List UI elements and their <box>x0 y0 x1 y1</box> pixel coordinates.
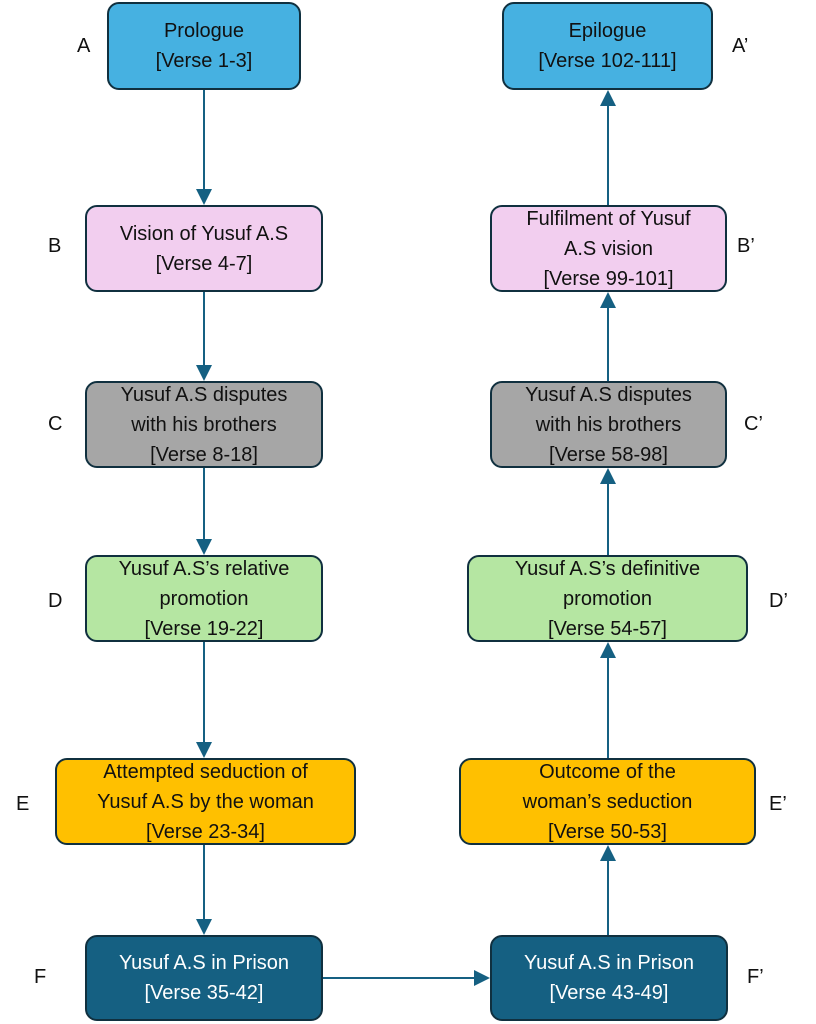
left-node-dispute: Yusuf A.S disputes with his brothers [Vers… <box>85 381 323 468</box>
left-section-label: D <box>48 590 63 612</box>
node-text-line: [Verse 43-49] <box>549 982 669 1004</box>
node-text-line: with his brothers <box>535 413 682 436</box>
node-text-line: [Verse 50-53] <box>548 820 667 843</box>
node-text-line: [Verse 19-22] <box>144 617 264 640</box>
right-section-label: C’ <box>744 413 763 435</box>
node-text-line: Vision of Yusuf A.S <box>119 222 289 245</box>
node-text-line: Yusuf A.S in Prison <box>523 952 695 974</box>
node-text-line: Yusuf A.S’s definitive <box>514 557 701 580</box>
node-text-line: [Verse 35-42] <box>144 982 264 1004</box>
left-node-prison: Yusuf A.S in Prison [Verse 35-42] <box>85 935 323 1021</box>
node-text-line: [Verse 102-111] <box>538 50 677 72</box>
node-text-line: Prologue <box>163 20 245 42</box>
left-section-label: B <box>48 235 62 257</box>
node-text-line: woman’s seduction <box>522 790 693 813</box>
node-text-line: [Verse 58-98] <box>549 443 668 466</box>
node-text-line: Epilogue <box>568 20 647 42</box>
node-text-line: Yusuf A.S in Prison <box>118 952 290 974</box>
right-section-label: B’ <box>737 235 755 257</box>
node-text-line: Yusuf A.S’s relative <box>118 557 290 580</box>
node-text-line: A.S vision <box>564 237 653 260</box>
node-text-line: Attempted seduction of <box>103 760 308 783</box>
right-node-dispute: Yusuf A.S disputes with his brothers [Vers… <box>490 381 727 468</box>
node-text-line: promotion <box>563 587 652 610</box>
node-text-line: [Verse 4-7] <box>155 252 253 275</box>
right-section-label: F’ <box>747 966 764 988</box>
left-section-label: F <box>34 966 47 988</box>
right-section-label: A’ <box>732 35 749 57</box>
node-text-line: [Verse 1-3] <box>155 50 253 72</box>
right-node-seduction: Outcome of the woman’s seduction [Verse 50… <box>459 758 756 845</box>
node-text-line: [Verse 8-18] <box>150 443 258 466</box>
node-text-line: Yusuf A.S by the woman <box>97 790 314 813</box>
right-section-label: D’ <box>769 590 788 612</box>
node-text-line: Outcome of the <box>539 760 676 783</box>
node-text-line: [Verse 54-57] <box>548 617 667 640</box>
right-node-prologue: Epilogue [Verse 102-111] <box>502 2 713 90</box>
right-node-prison: Yusuf A.S in Prison [Verse 43-49] <box>490 935 728 1021</box>
node-text-line: with his brothers <box>131 413 277 436</box>
node-text-line: Yusuf A.S disputes <box>525 383 692 406</box>
left-node-prologue: Prologue [Verse 1-3] <box>107 2 301 90</box>
node-text-line: Fulfilment of Yusuf <box>526 207 691 230</box>
left-section-label: A <box>77 35 91 57</box>
left-node-seduction: Attempted seduction of Yusuf A.S by the w… <box>55 758 356 845</box>
left-node-vision: Vision of Yusuf A.S [Verse 4-7] <box>85 205 323 292</box>
node-text-line: promotion <box>159 587 249 610</box>
left-node-promotion: Yusuf A.S’s relative promotion [Verse 19-2… <box>85 555 323 642</box>
node-text-line: [Verse 23-34] <box>146 820 265 843</box>
left-section-label: C <box>48 413 63 435</box>
node-text-line: Yusuf A.S disputes <box>120 383 288 406</box>
right-section-label: E’ <box>769 793 787 815</box>
left-section-label: E <box>16 793 30 815</box>
node-text-line: [Verse 99-101] <box>543 267 674 290</box>
right-node-promotion: Yusuf A.S’s definitive promotion [Verse 54… <box>467 555 748 642</box>
